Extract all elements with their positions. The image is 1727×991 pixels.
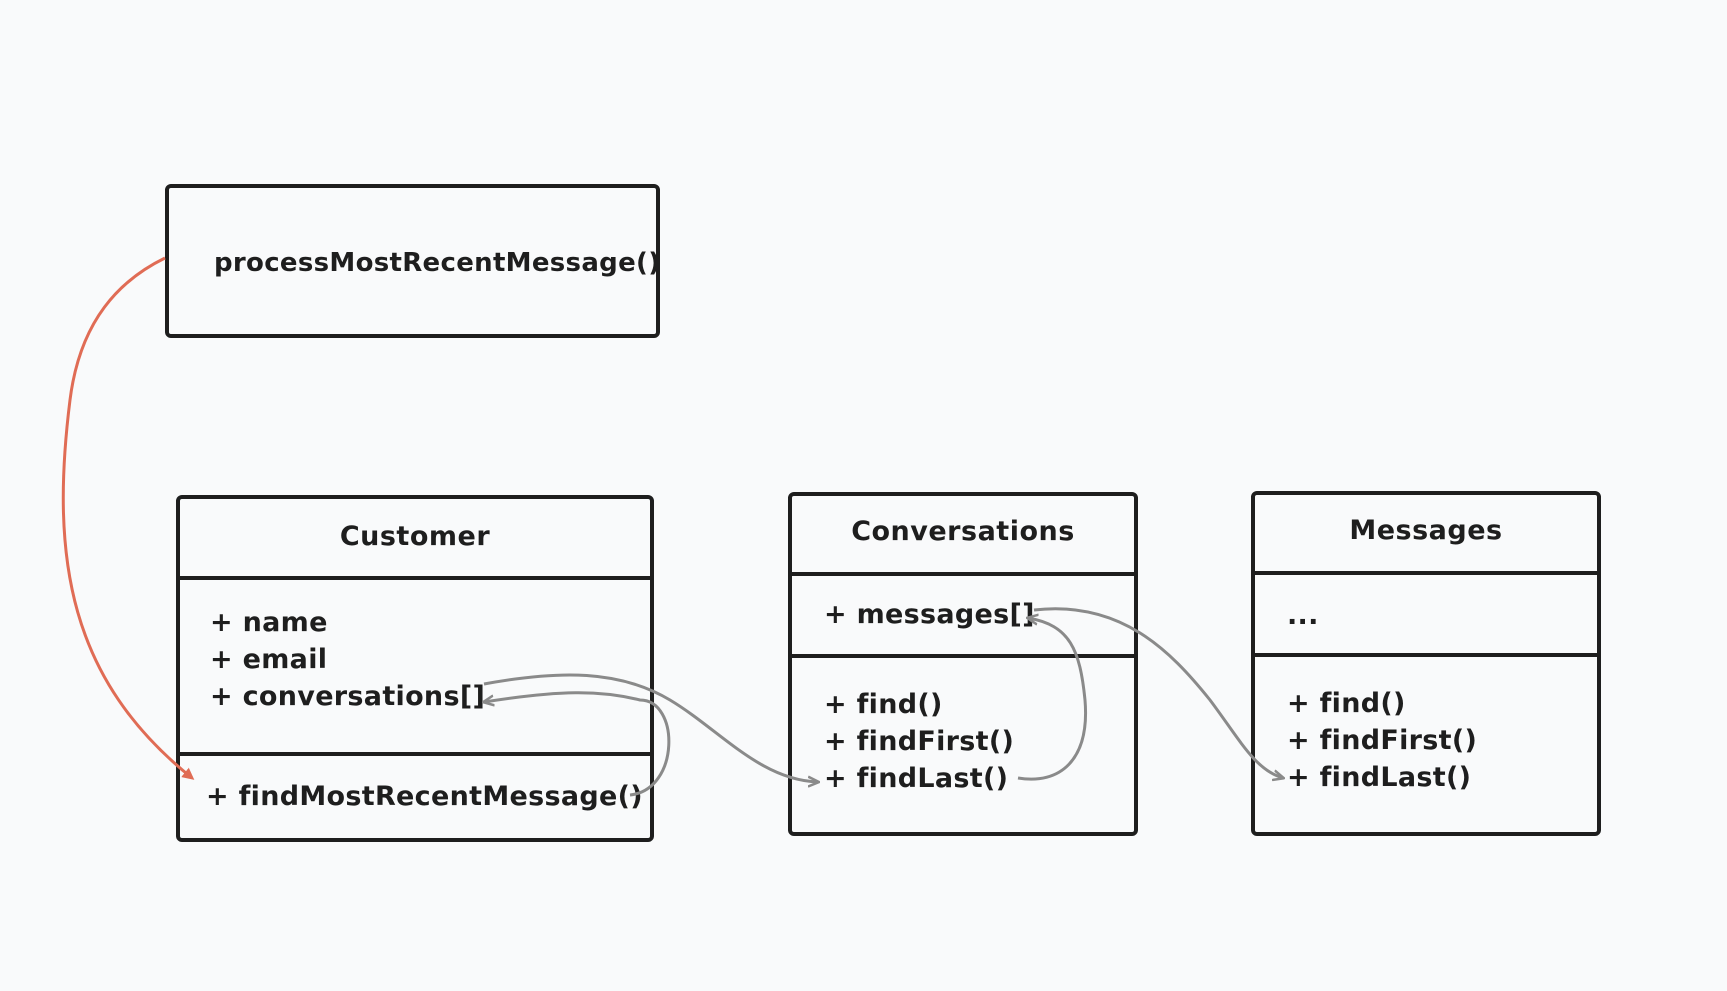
customer-attr-conversations: + conversations[] (210, 681, 486, 712)
messages-title-section: Messages (1255, 495, 1597, 571)
messages-attributes-section: ... (1255, 571, 1597, 653)
conversations-class-box[interactable]: Conversations + messages[] + find() + fi… (788, 492, 1138, 836)
customer-attr-name: + name (210, 607, 328, 638)
conversations-method-find-last: + findLast() (824, 763, 1009, 794)
customer-title: Customer (339, 521, 491, 552)
process-most-recent-message-label: processMostRecentMessage() (214, 248, 661, 278)
conversations-method-find: + find() (824, 689, 943, 720)
customer-attributes-section: + name + email + conversations[] (180, 576, 650, 752)
messages-class-box[interactable]: Messages ... + find() + findFirst() + fi… (1251, 491, 1601, 836)
customer-title-section: Customer (180, 499, 650, 576)
conversations-attributes-section: + messages[] (792, 572, 1134, 654)
conversations-title-section: Conversations (792, 496, 1134, 572)
messages-method-find-last: + findLast() (1287, 762, 1472, 793)
messages-method-find: + find() (1287, 688, 1406, 719)
messages-methods-section: + find() + findFirst() + findLast() (1255, 653, 1597, 832)
customer-methods-section: + findMostRecentMessage() (180, 752, 650, 838)
messages-method-find-first: + findFirst() (1287, 725, 1478, 756)
conversations-method-find-first: + findFirst() (824, 726, 1015, 757)
conversations-methods-section: + find() + findFirst() + findLast() (792, 654, 1134, 832)
conversations-title: Conversations (851, 516, 1075, 547)
messages-attr-ellipsis: ... (1287, 600, 1319, 631)
customer-class-box[interactable]: Customer + name + email + conversations[… (176, 495, 654, 842)
conversations-attr-messages: + messages[] (824, 599, 1035, 630)
customer-method-find-most-recent-message: + findMostRecentMessage() (206, 781, 643, 812)
customer-attr-email: + email (210, 644, 328, 675)
process-most-recent-message-box[interactable]: processMostRecentMessage() (165, 184, 660, 338)
messages-title: Messages (1349, 515, 1503, 546)
